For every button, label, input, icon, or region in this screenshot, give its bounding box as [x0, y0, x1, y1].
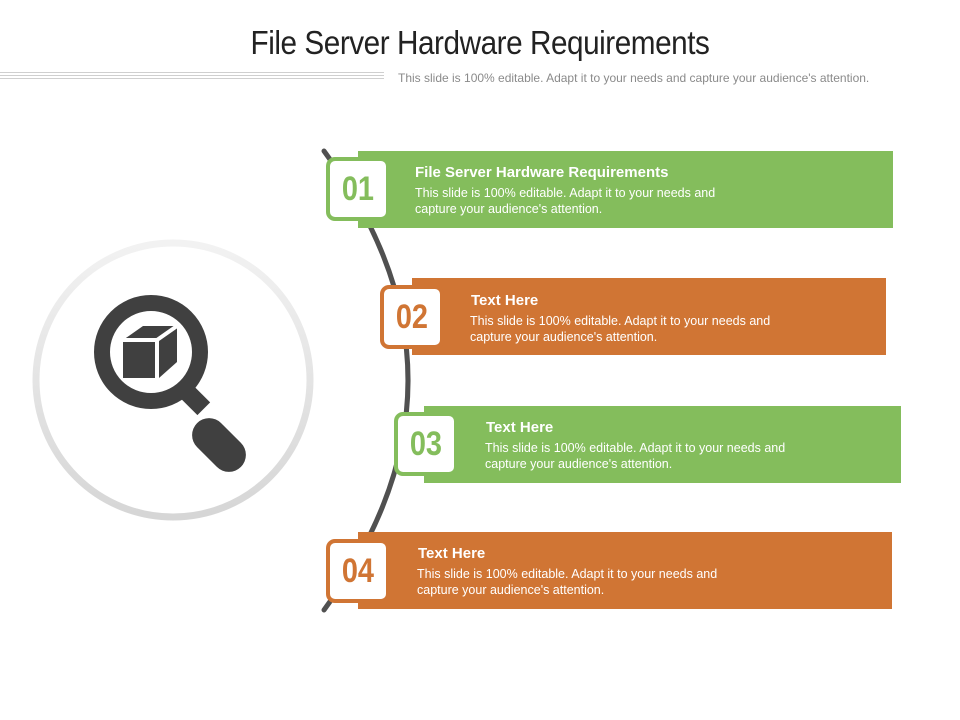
icon-ring — [32, 239, 314, 521]
step-title-4: Text Here — [418, 545, 486, 562]
step-number-2: 02 — [395, 297, 429, 336]
step-text-1: This slide is 100% editable. Adapt it to… — [415, 186, 716, 216]
slide-subtitle: This slide is 100% editable. Adapt it to… — [398, 71, 870, 85]
step-number-box-4: 04 — [326, 539, 390, 603]
step-bar-1 — [358, 151, 893, 228]
step-number-3: 03 — [409, 424, 443, 463]
step-title-3: Text Here — [486, 419, 554, 436]
step-title-2: Text Here — [471, 292, 539, 309]
step-number-box-2: 02 — [380, 285, 444, 349]
step-bar-2 — [412, 278, 886, 355]
step-title-1: File Server Hardware Requirements — [415, 164, 669, 181]
step-number-box-1: 01 — [326, 157, 390, 221]
step-bar-3 — [424, 406, 901, 483]
slide-title: File Server Hardware Requirements — [250, 24, 710, 61]
step-bar-4 — [358, 532, 892, 609]
title-rule — [0, 72, 384, 81]
step-text-2: This slide is 100% editable. Adapt it to… — [470, 314, 771, 344]
step-number-1: 01 — [341, 169, 375, 208]
step-number-4: 04 — [341, 551, 375, 590]
step-text-4: This slide is 100% editable. Adapt it to… — [417, 567, 718, 597]
step-text-3: This slide is 100% editable. Adapt it to… — [485, 441, 786, 471]
step-number-box-3: 03 — [394, 412, 458, 476]
magnifier-cube-icon — [94, 295, 246, 472]
